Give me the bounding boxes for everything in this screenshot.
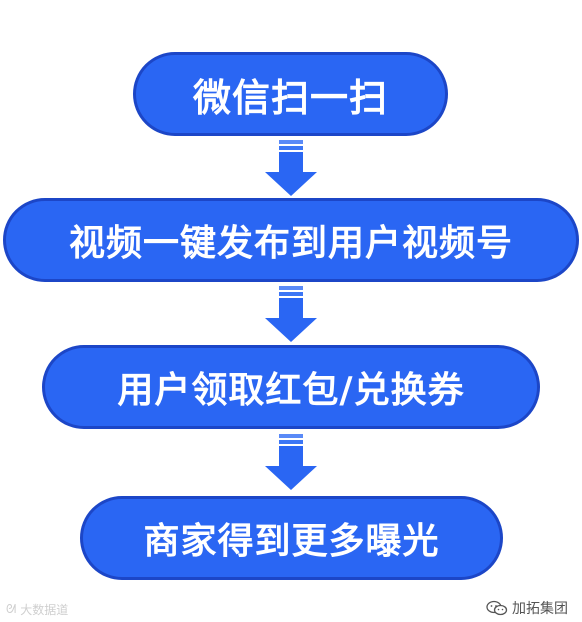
down-arrow-icon (265, 140, 317, 196)
wechat-icon (486, 600, 508, 616)
flow-step-exposure-label: 商家得到更多曝光 (143, 521, 440, 562)
watermark-left: ᘛ 大数据道 (6, 601, 68, 618)
weibo-icon: ᘛ (6, 602, 17, 616)
flow-step-scan-label: 微信扫一扫 (192, 75, 388, 120)
watermark-left-text: 大数据道 (20, 603, 69, 617)
flow-step-redeem: 用户领取红包/兑换券 (42, 345, 540, 429)
down-arrow-icon (265, 434, 317, 490)
flow-step-scan: 微信扫一扫 (133, 52, 448, 136)
down-arrow-icon (265, 286, 317, 342)
flow-step-publish: 视频一键发布到用户视频号 (3, 198, 579, 282)
flow-step-redeem-label: 用户领取红包/兑换券 (117, 370, 465, 411)
flow-step-publish-label: 视频一键发布到用户视频号 (68, 223, 513, 264)
watermark-right-text: 加拓集团 (512, 601, 568, 617)
flow-step-exposure: 商家得到更多曝光 (80, 496, 503, 580)
watermark-right: 加拓集团 (486, 598, 568, 618)
